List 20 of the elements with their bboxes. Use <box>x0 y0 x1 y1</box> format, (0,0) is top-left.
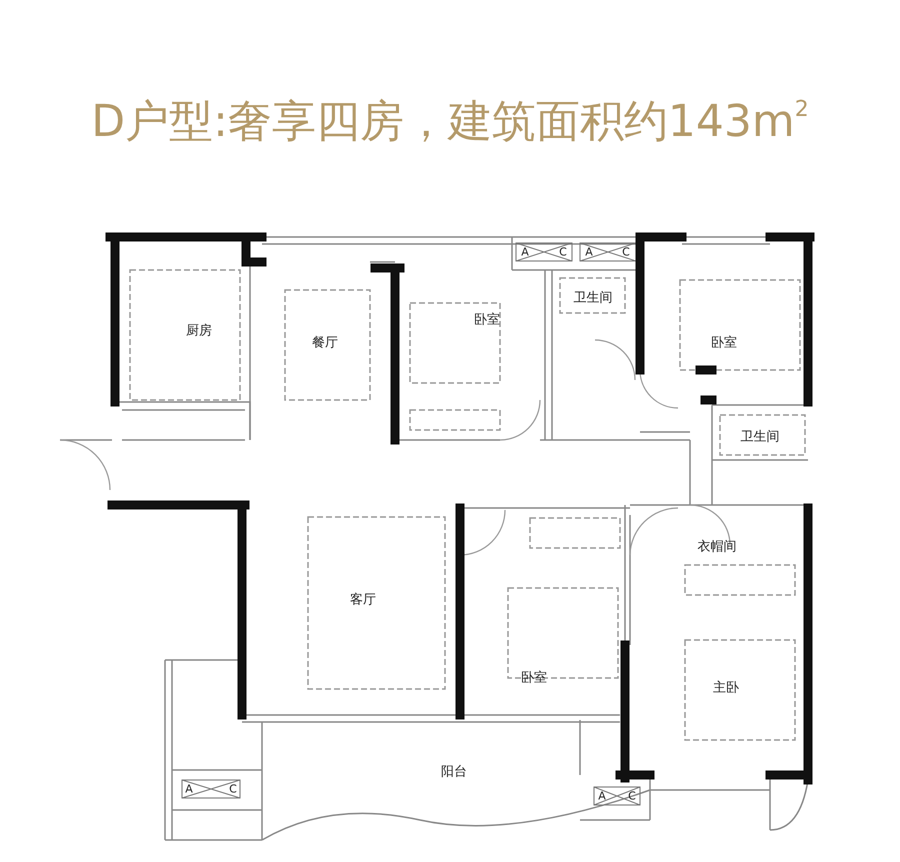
unit-letter: A <box>598 790 606 802</box>
unit-letter: A <box>521 246 529 258</box>
unit-letter: C <box>622 246 630 258</box>
room-label: 客厅 <box>350 594 376 606</box>
room-label: 餐厅 <box>312 336 338 350</box>
room-label: 卧室 <box>711 336 737 350</box>
room-label: 卫生间 <box>740 430 780 444</box>
room-label: 阳台 <box>441 766 467 778</box>
unit-letter: A <box>185 784 193 794</box>
room-label: 厨房 <box>186 324 212 338</box>
room-label: 卫生间 <box>574 292 612 304</box>
room-label: 卧室 <box>521 672 547 684</box>
unit-letter: A <box>585 246 593 258</box>
title: D户型:奢享四房，建筑面积约143m$^{2}$ <box>90 95 810 149</box>
room-label: 主卧 <box>713 682 739 694</box>
room-label: 卧室 <box>474 314 500 326</box>
unit-letter: C <box>559 246 567 258</box>
unit-letter: C <box>229 784 237 794</box>
unit-letter: C <box>628 790 636 802</box>
room-label: 衣帽间 <box>698 540 736 554</box>
